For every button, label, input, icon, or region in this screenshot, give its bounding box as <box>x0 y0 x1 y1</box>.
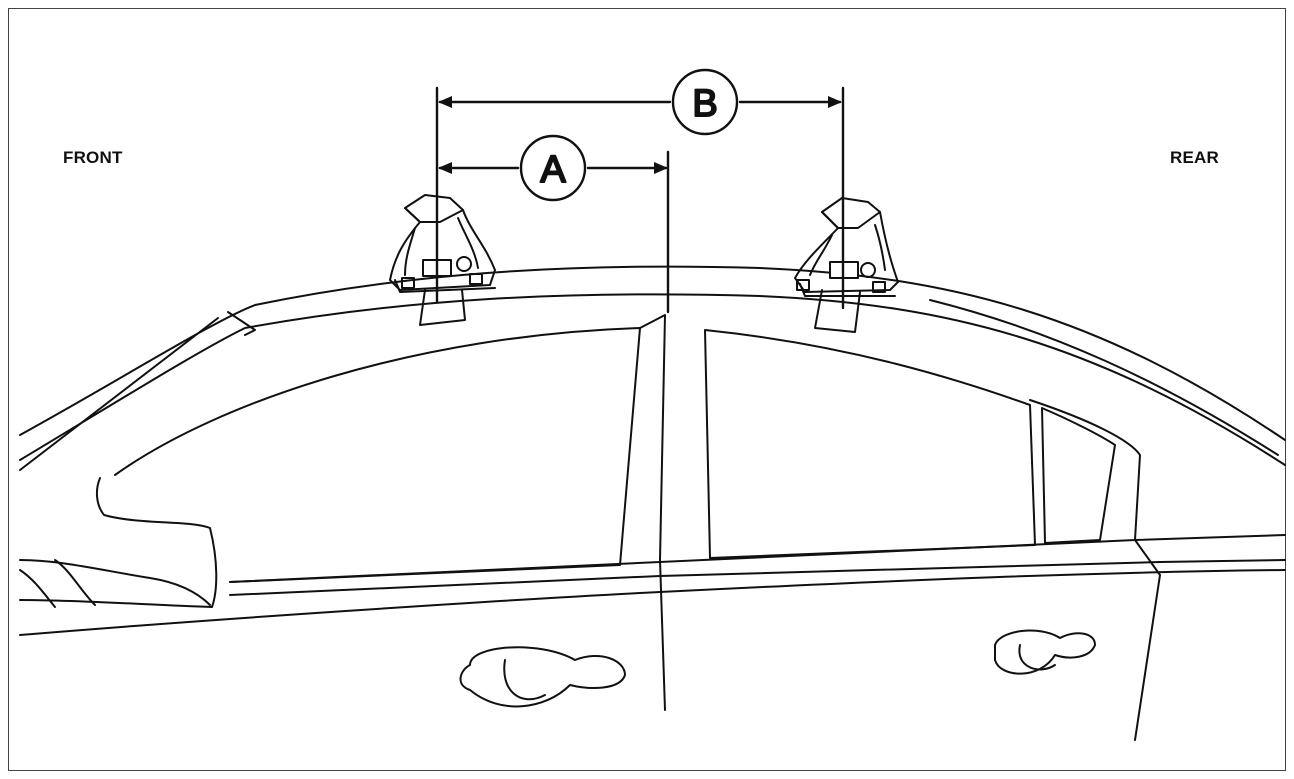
rear-rack-foot <box>794 197 899 333</box>
front-label: FRONT <box>63 148 123 167</box>
figure-frame <box>8 8 1286 771</box>
dimension-b <box>438 68 842 136</box>
dimension-b-label: B <box>692 83 717 125</box>
rear-label: REAR <box>1170 148 1219 167</box>
dimension-a-label: A <box>540 149 566 191</box>
dimension-lines <box>435 86 845 314</box>
dimension-a <box>438 134 668 202</box>
car-body <box>19 265 1286 741</box>
